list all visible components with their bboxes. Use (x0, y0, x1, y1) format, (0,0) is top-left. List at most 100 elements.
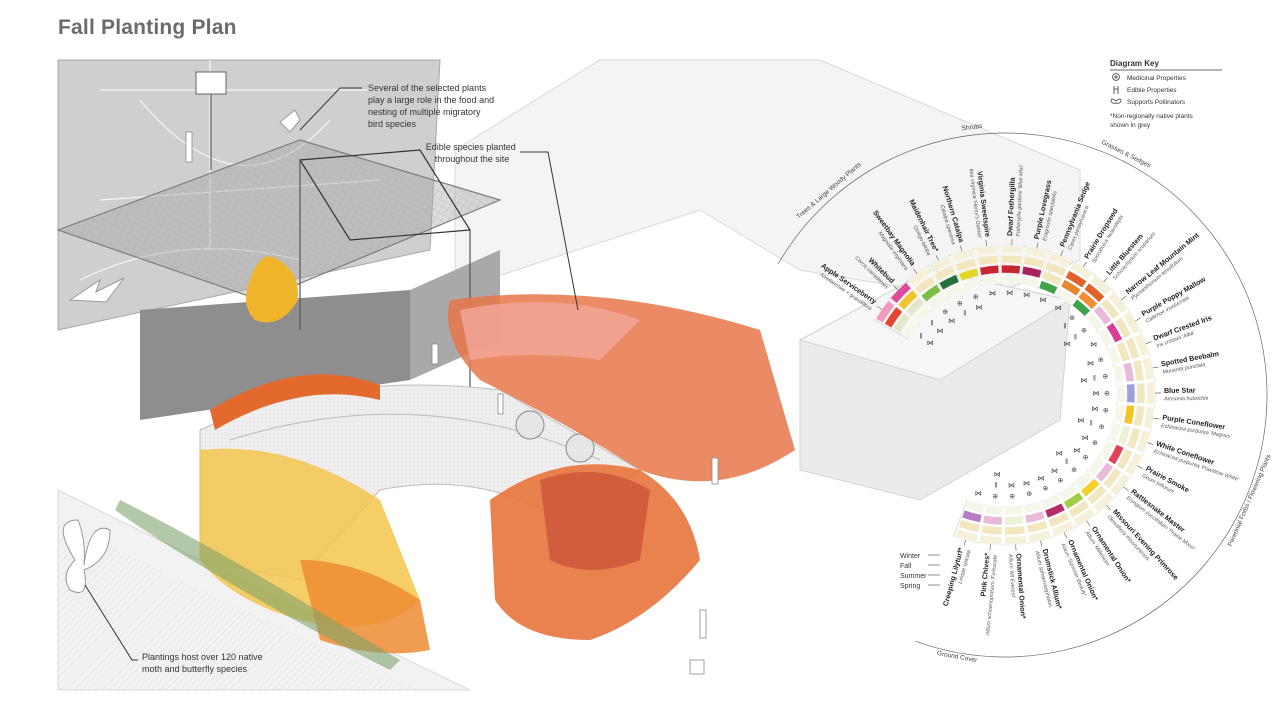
pollinator-icon: ⋈ (989, 291, 996, 298)
table (565, 433, 595, 463)
season-bloom-segment (1124, 452, 1143, 476)
group-label: Ground Cover (936, 650, 978, 664)
label-leader (1145, 341, 1152, 344)
season-bloom-segment (1080, 478, 1101, 498)
season-bloom-segment (979, 534, 1002, 546)
pollinator-icon: ⋈ (1077, 417, 1084, 424)
plant-entry: ⊕‖⋈Pink Chives*Allium schoenoprasum 'For… (978, 471, 1003, 637)
season-bloom-segment (977, 254, 999, 266)
season-bloom-segment (914, 275, 936, 295)
edible-icon: ‖ (1074, 334, 1077, 341)
season-bloom-segment (1047, 251, 1072, 268)
season-bloom-segment (875, 300, 896, 324)
annotation-text: Edible species planted throughout the si… (426, 142, 519, 164)
pollinator-icon: ⋈ (994, 471, 1001, 478)
label-leader (1103, 277, 1108, 283)
season-bloom-segment (1126, 427, 1141, 450)
season-bloom-segment (975, 244, 999, 257)
season-bloom-segment (1001, 264, 1021, 275)
label-leader (1086, 520, 1091, 527)
season-bloom-segment (1026, 520, 1049, 534)
plant-latin-name: Amsonia hubrichtii (1163, 396, 1209, 403)
season-bloom-segment (1085, 312, 1104, 332)
season-bloom-segment (1044, 261, 1067, 277)
pollinator-icon: ⋈ (1039, 297, 1046, 304)
season-bloom-segment (928, 255, 952, 274)
season-bloom-segment (1100, 298, 1120, 320)
bird-icon (68, 277, 125, 303)
pollinator-icon: ⋈ (1090, 341, 1097, 348)
label-leader (1120, 296, 1126, 301)
group-label: Shrubs (961, 123, 983, 133)
medicinal-icon: ⊕ (1104, 391, 1110, 398)
season-bloom-segment (982, 514, 1003, 526)
season-bloom-segment (892, 312, 911, 334)
season-bloom-segment (1136, 382, 1146, 404)
season-bloom-segment (1000, 244, 1024, 255)
pavilion-roof-shade (58, 140, 500, 300)
plant-name: Pink Chives* (978, 552, 991, 596)
edible-icon: ‖ (1093, 375, 1096, 382)
season-bloom-segment (1020, 275, 1040, 288)
plant-entry: ⊕⋈Drumstick Allium*Allium sphaerocephalo… (1023, 480, 1064, 610)
season-bloom-segment (1095, 462, 1114, 483)
label-leader (963, 539, 966, 546)
label-leader (985, 240, 987, 247)
season-bloom-segment (1113, 364, 1125, 384)
key-item-medicinal: Medicinal Properties (1112, 73, 1187, 82)
label-leader (935, 255, 939, 261)
label-leader (1123, 486, 1129, 491)
season-bloom-segment (1063, 491, 1084, 510)
label-leader (913, 268, 918, 274)
diagram-key: Diagram Key Medicinal Properties Edible … (1110, 59, 1222, 129)
plant-entry: ⋈Creeping Lilyturf*Liriope spicata (941, 490, 984, 607)
label-leader (1064, 532, 1068, 539)
annotation-moths: Plantings host over 120 native moth and … (84, 584, 265, 674)
season-bloom-segment (933, 264, 956, 282)
season-bloom-segment (943, 283, 964, 299)
pollinator-icon: ⋈ (975, 490, 982, 497)
season-bloom-segment (1135, 429, 1151, 454)
season-bloom-segment (1041, 493, 1061, 509)
season-bloom-segment (1068, 499, 1090, 519)
pavilion-roof (56, 139, 502, 301)
medicinal-icon (1112, 73, 1120, 81)
plant-latin-name: Fothergilla gardenii 'Blue Mist' (1016, 164, 1025, 237)
season-bloom-segment (1106, 345, 1121, 365)
edible-icon: ‖ (1090, 421, 1093, 428)
group-arc (1038, 134, 1194, 213)
season-bloom-segment (1044, 502, 1066, 519)
season-bloom-segment (920, 284, 942, 303)
annotation-text: Plantings host over 120 native moth and … (142, 652, 265, 674)
season-bloom-segment (979, 264, 1000, 276)
season-bloom-segment (984, 505, 1003, 516)
label-leader (1083, 261, 1087, 268)
season-bloom-segment (938, 274, 960, 291)
group-arc (777, 150, 910, 265)
season-bloom-segment (1114, 316, 1132, 339)
key-title: Diagram Key (1110, 59, 1159, 68)
season-bloom-segment (1038, 280, 1059, 295)
bird-icon (279, 109, 301, 133)
season-bloom-segment (1077, 290, 1098, 310)
season-bloom-segment (1028, 529, 1052, 544)
pollinator-icon: ⋈ (1082, 435, 1089, 442)
pollinator-icon: ⋈ (948, 318, 955, 325)
season-bloom-segment (1122, 361, 1135, 383)
season-bloom-segment (1142, 356, 1155, 381)
key-label: Supports Pollinators (1127, 99, 1186, 106)
plant-name: Ornamental Onion* (1014, 553, 1028, 619)
edible-icon: ‖ (1065, 459, 1068, 466)
season-bloom-segment (1083, 282, 1105, 303)
season-bloom-segment (1142, 406, 1155, 430)
season-bloom-segment (1116, 448, 1134, 471)
pollinator-icon (1110, 98, 1122, 104)
label-leader (893, 285, 899, 291)
medicinal-icon: ⊕ (957, 300, 963, 307)
season-bloom-segment (954, 528, 979, 543)
season-bloom-segment (1126, 383, 1136, 404)
